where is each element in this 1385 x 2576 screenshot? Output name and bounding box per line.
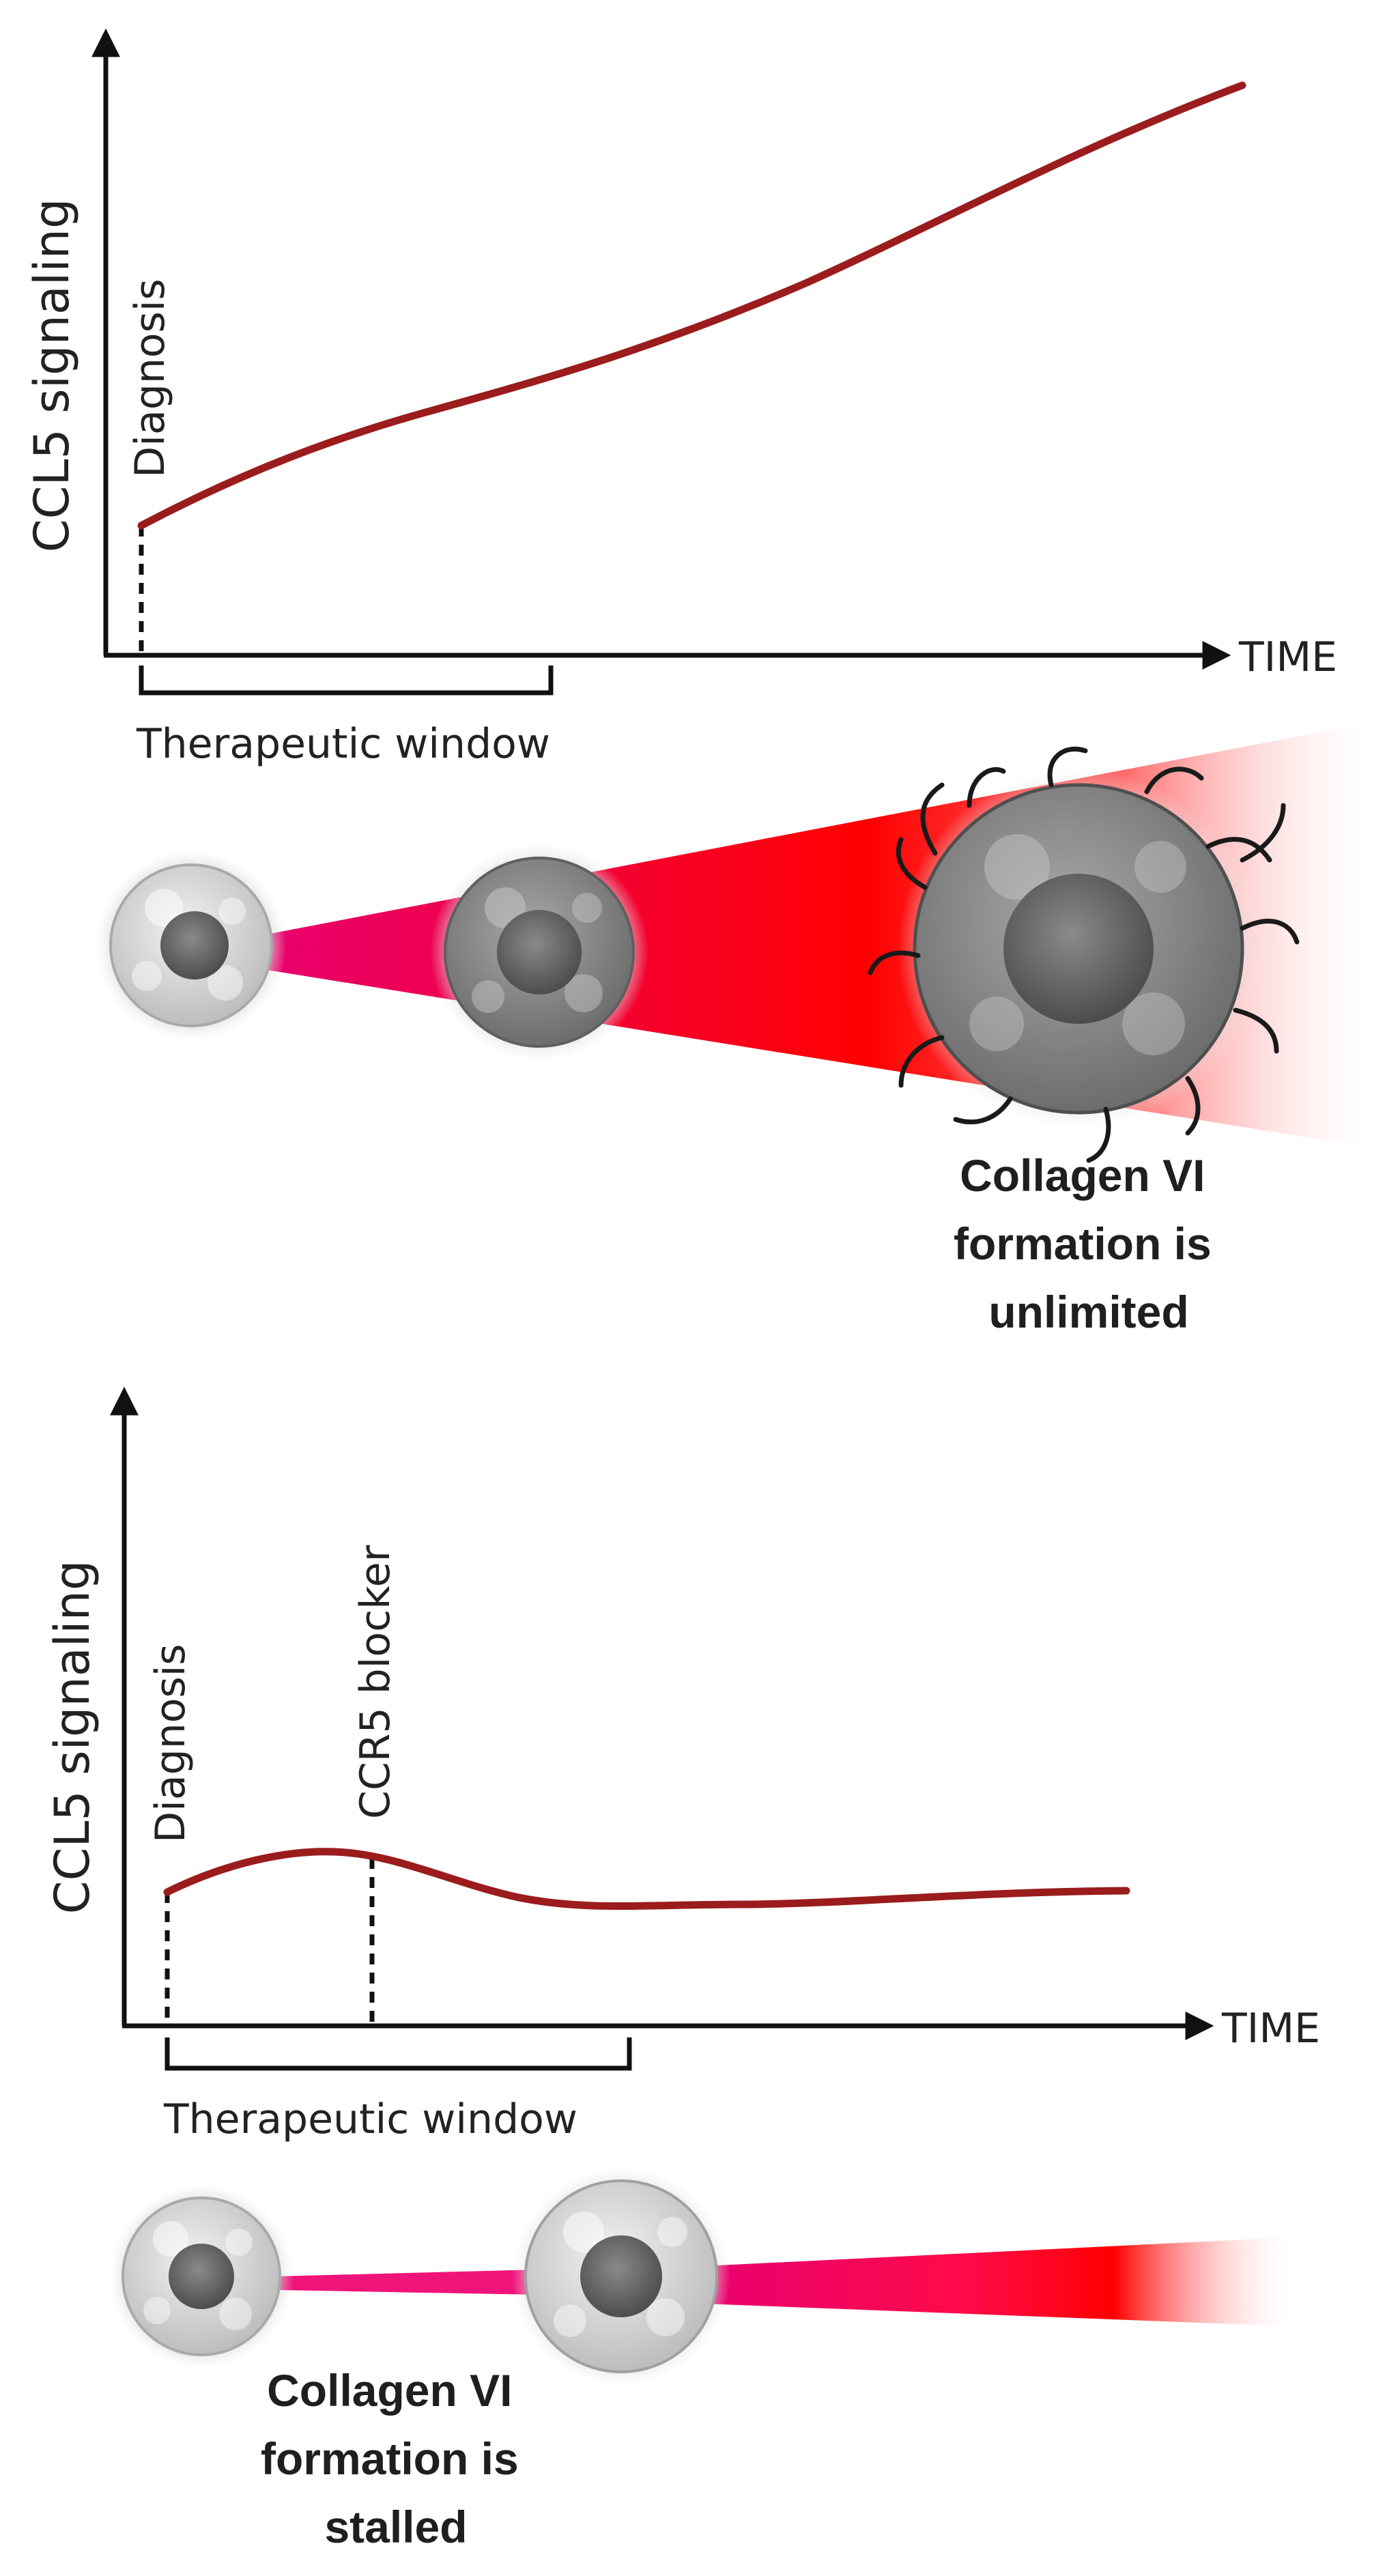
bottom-ccr5-blocker-label: CCR5 blocker xyxy=(352,1545,399,1819)
bottom-x-axis-label: TIME xyxy=(1221,2005,1320,2052)
bottom-stalled-band xyxy=(276,2270,539,2295)
collagen-fibers xyxy=(868,746,1300,1163)
bottom-signal-wedge xyxy=(703,2237,1290,2326)
top-therapeutic-bracket xyxy=(139,666,554,696)
top-progression-illustration: Collagen VI formation is unlimited xyxy=(96,724,1365,1337)
treated-cell-icon xyxy=(512,2167,730,2386)
top-y-axis-label: CCL5 signaling xyxy=(24,199,80,553)
fibrotic-cell-icon xyxy=(868,746,1300,1163)
bottom-chart: TIME CCL5 signaling Diagnosis CCR5 block… xyxy=(44,1386,1320,2143)
bottom-therapeutic-bracket xyxy=(165,2037,632,2071)
top-chart: TIME CCL5 signaling Diagnosis Therapeuti… xyxy=(24,28,1337,768)
bottom-diagnosis-label: Diagnosis xyxy=(147,1644,195,1843)
top-x-axis-label: TIME xyxy=(1238,633,1337,681)
bottom-progression-illustration: Collagen VI formation is stalled xyxy=(109,2167,1290,2552)
diseased-cell-icon xyxy=(430,843,648,1061)
bottom-caption: Collagen VI formation is stalled xyxy=(261,2365,531,2552)
healthy-cell-icon xyxy=(96,850,287,1041)
top-signal-curve xyxy=(137,81,1246,530)
bottom-y-axis-label: CCL5 signaling xyxy=(44,1560,100,1915)
bottom-bracket-label: Therapeutic window xyxy=(163,2095,577,2143)
top-bracket-label: Therapeutic window xyxy=(136,720,550,768)
top-diagnosis-label: Diagnosis xyxy=(126,278,174,478)
top-caption: Collagen VI formation is unlimited xyxy=(954,1150,1224,1337)
bottom-signal-curve xyxy=(163,1848,1130,1910)
healthy-cell-icon xyxy=(109,2184,294,2369)
